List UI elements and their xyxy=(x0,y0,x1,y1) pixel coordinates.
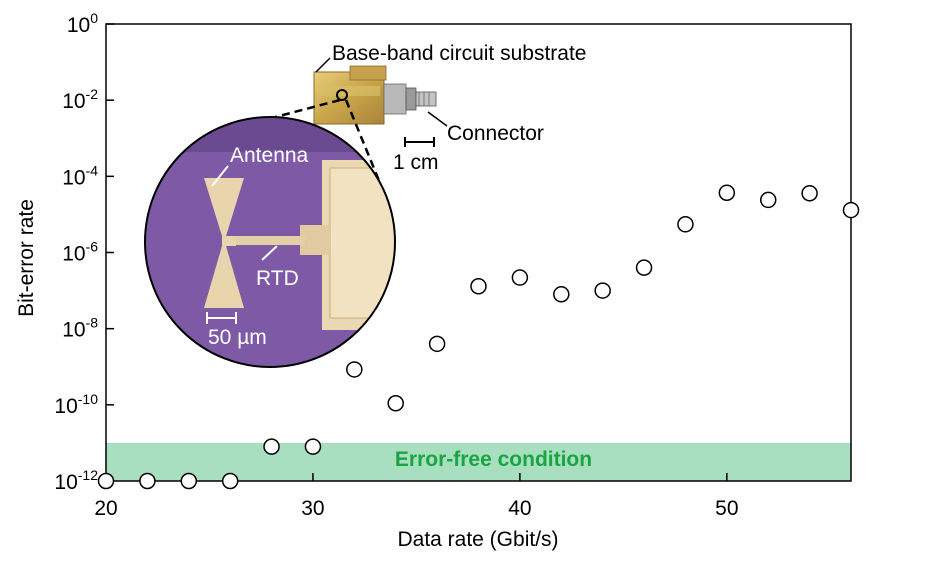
y-tick-label: 100 xyxy=(67,10,98,37)
data-point xyxy=(304,438,322,455)
x-axis-label: Data rate (Gbit/s) xyxy=(397,528,558,551)
y-tick-label: 10-4 xyxy=(62,162,98,189)
y-axis-ticks: 100 10-2 10-4 10-6 10-8 10-10 10-12 xyxy=(54,10,114,494)
connector-pointer xyxy=(427,111,448,127)
data-point xyxy=(139,472,156,490)
data-point xyxy=(180,472,198,490)
y-tick-label: 10-6 xyxy=(62,239,98,266)
substrate-pointer xyxy=(315,57,331,73)
data-point xyxy=(428,335,446,353)
data-point xyxy=(97,472,115,490)
data-point xyxy=(346,361,363,378)
rtd-pointer xyxy=(261,245,278,261)
data-point xyxy=(511,269,529,286)
antenna-label: Antenna xyxy=(230,144,309,167)
data-point xyxy=(759,191,777,209)
x-tick-label: 20 xyxy=(94,497,117,520)
um-scale-label: 50 µm xyxy=(208,326,267,349)
data-point xyxy=(221,472,239,490)
data-point xyxy=(677,216,694,233)
substrate-photo xyxy=(313,65,437,125)
data-point xyxy=(263,438,280,455)
data-point xyxy=(470,277,487,295)
data-point xyxy=(718,184,736,202)
data-point xyxy=(801,184,818,202)
error-free-label: Error-free condition xyxy=(395,448,592,471)
data-point xyxy=(842,201,860,219)
data-point xyxy=(553,286,570,303)
y-tick-label: 10-12 xyxy=(54,467,98,494)
data-point xyxy=(387,395,404,412)
rtd-label: RTD xyxy=(256,267,299,290)
data-point xyxy=(635,259,653,276)
y-tick-label: 10-8 xyxy=(62,315,98,342)
x-tick-label: 40 xyxy=(508,497,531,520)
antenna-pointer xyxy=(211,165,229,187)
um-scale-bar xyxy=(206,312,237,324)
data-points xyxy=(97,184,860,490)
connector-label: Connector xyxy=(447,122,544,145)
x-tick-label: 30 xyxy=(301,497,324,520)
y-tick-label: 10-10 xyxy=(54,391,98,418)
cm-scale-label: 1 cm xyxy=(393,151,439,174)
data-point xyxy=(594,282,611,299)
substrate-label: Base-band circuit substrate xyxy=(332,42,586,65)
cm-scale-bar xyxy=(404,137,435,147)
x-tick-label: 50 xyxy=(715,497,738,520)
zoom-line-right xyxy=(344,99,382,184)
y-axis-label: Bit-error rate xyxy=(15,199,38,317)
y-tick-label: 10-2 xyxy=(62,86,98,113)
